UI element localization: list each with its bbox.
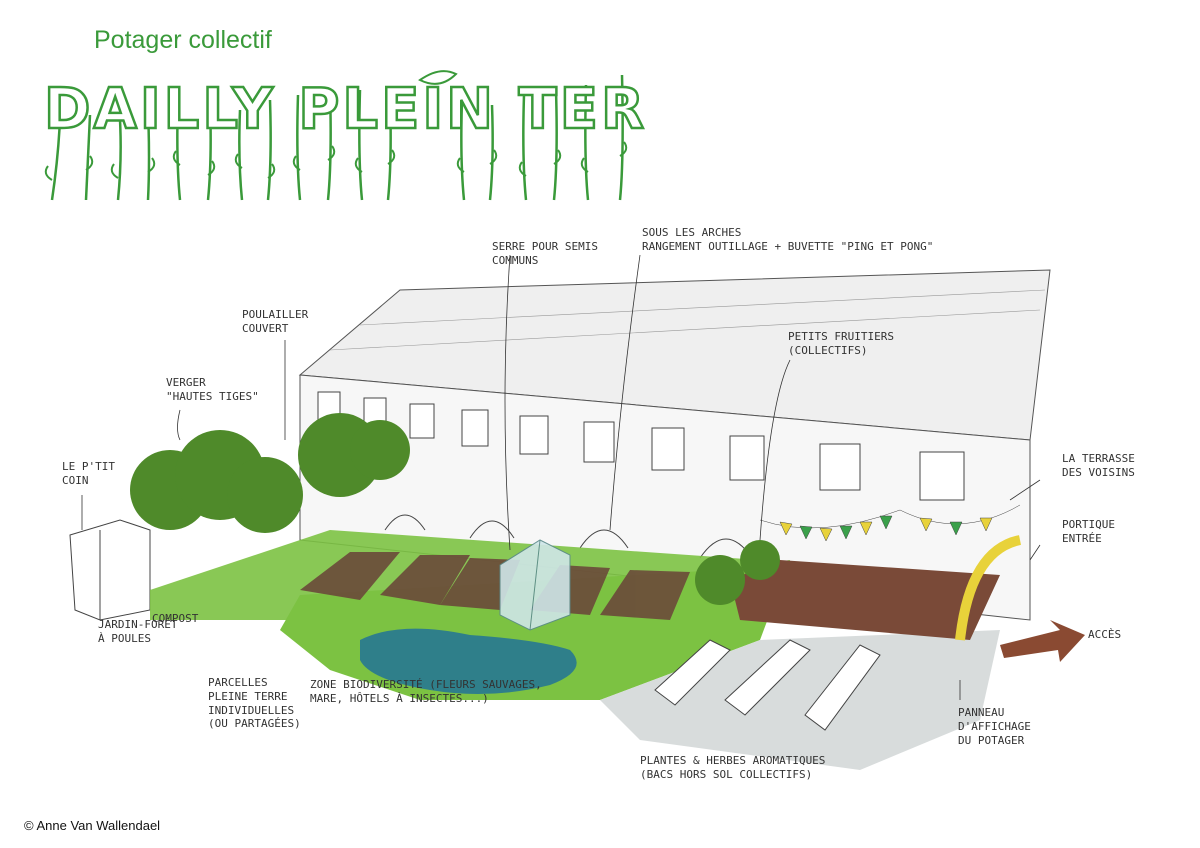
- annotation-jardin-foret: Jardin-forêt à poules: [98, 618, 178, 645]
- annotation-portique: Portique entrée: [1062, 518, 1115, 545]
- access-arrow: [1000, 620, 1085, 662]
- greenhouse: [499, 539, 571, 631]
- bunting: [759, 504, 1021, 542]
- annotation-petit-coin: Le p'tit coin: [62, 460, 115, 487]
- garden-illustration: [69, 254, 1085, 770]
- terrace: [730, 560, 1000, 640]
- portique-arch: [955, 535, 1022, 641]
- annotation-verger: Verger "hautes tiges": [166, 376, 259, 403]
- annotation-compost: Compost: [152, 612, 199, 625]
- roof-lines: [329, 289, 1046, 351]
- annotation-arches: Sous les arches rangement outillage + bu…: [642, 226, 934, 253]
- annotation-panneau: Panneau d'affichage du potager: [958, 706, 1031, 747]
- annotation-terrasse: La terrasse des voisins: [1062, 452, 1135, 479]
- planter-boxes: [654, 639, 881, 731]
- logo-stems: [50, 74, 624, 201]
- logo-dailly-plein-terre: DAILLY PLEIN TERRE: [43, 70, 650, 201]
- subtitle: Potager collectif: [94, 26, 272, 54]
- annotation-zone-biodiversite: Zone biodiversité (fleurs sauvages, mare…: [310, 678, 542, 705]
- logo-leaves: [44, 70, 628, 181]
- annotation-poulailler: Poulailler couvert: [242, 308, 309, 335]
- annotation-petits-fruitiers: Petits fruitiers (collectifs): [788, 330, 894, 357]
- copyright-credit: © Anne Van Wallendael: [24, 818, 161, 833]
- annotation-parcelles: Parcelles pleine terre individuelles (ou…: [208, 676, 301, 731]
- logo-text: DAILLY PLEIN TERRE: [44, 77, 650, 142]
- annotation-plantes: Plantes & herbes aromatiques (bacs hors …: [640, 754, 826, 781]
- annotation-acces: Accès: [1088, 628, 1122, 641]
- orchard-trees: [130, 413, 780, 605]
- pond: [360, 628, 577, 694]
- leader-lines: [81, 254, 1041, 700]
- shed: [69, 519, 151, 621]
- annotation-serre: Serre pour semis communs: [492, 240, 598, 267]
